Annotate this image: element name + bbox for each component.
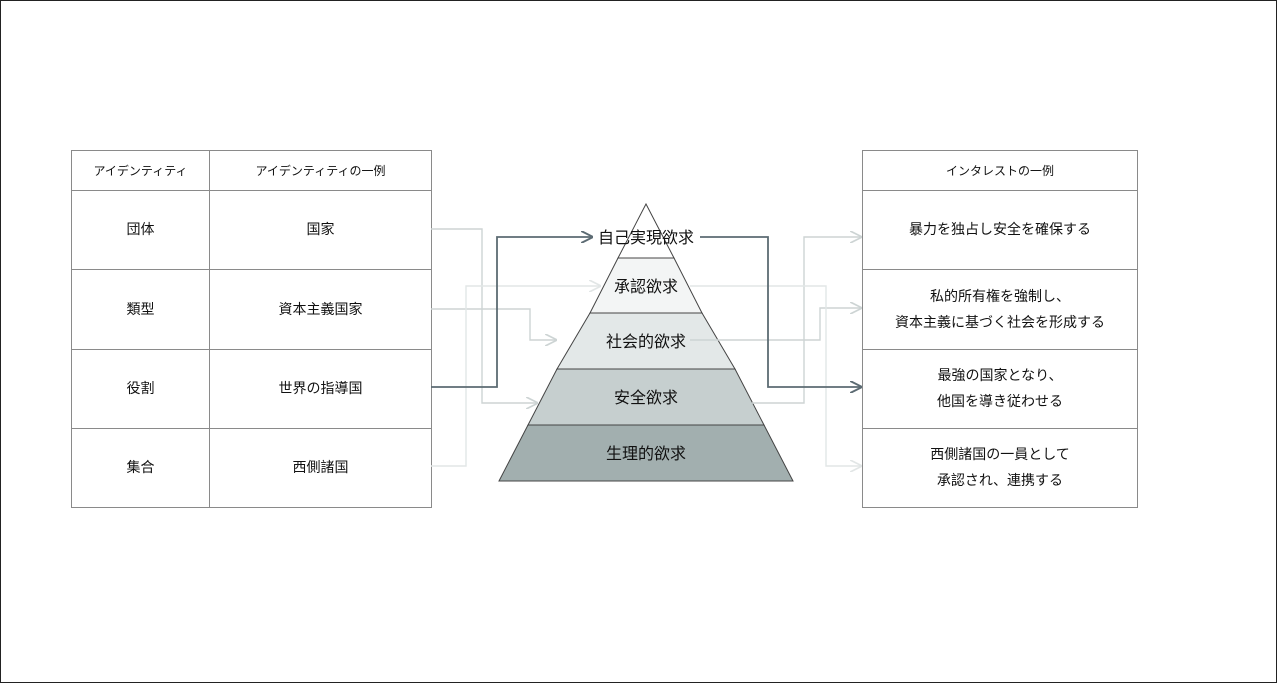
- interest-cell: 最強の国家となり、他国を導き従わせる: [862, 349, 1138, 429]
- identity-example-header: アイデンティティの一例: [209, 150, 432, 191]
- interest-table-header-row: インタレストの一例: [862, 150, 1138, 191]
- interest-cell: 暴力を独占し安全を確保する: [862, 190, 1138, 270]
- interest-line-1: 暴力を独占し安全を確保する: [909, 222, 1091, 238]
- table-row: 類型 資本主義国家: [71, 269, 432, 350]
- identity-example-cell: 西側諸国: [209, 428, 432, 508]
- table-row: 集合 西側諸国: [71, 428, 432, 508]
- identity-cell: 役割: [71, 349, 210, 429]
- table-row: 暴力を独占し安全を確保する: [862, 190, 1138, 270]
- identity-example-cell: 資本主義国家: [209, 269, 432, 350]
- identity-cell: 集合: [71, 428, 210, 508]
- interest-line-1: 西側諸国の一員として: [930, 447, 1070, 463]
- interest-header: インタレストの一例: [862, 150, 1138, 191]
- table-row: 私的所有権を強制し、資本主義に基づく社会を形成する: [862, 269, 1138, 350]
- interest-cell: 西側諸国の一員として承認され、連携する: [862, 428, 1138, 508]
- interest-line-2: 他国を導き従わせる: [937, 394, 1063, 410]
- table-row: 西側諸国の一員として承認され、連携する: [862, 428, 1138, 508]
- interest-cell: 私的所有権を強制し、資本主義に基づく社会を形成する: [862, 269, 1138, 350]
- interest-line-1: 私的所有権を強制し、: [930, 288, 1070, 305]
- identity-header: アイデンティティ: [71, 150, 210, 191]
- table-row: 役割 世界の指導国: [71, 349, 432, 429]
- identity-example-cell: 世界の指導国: [209, 349, 432, 429]
- interest-line-2: 資本主義に基づく社会を形成する: [895, 314, 1105, 331]
- identity-table: アイデンティティ アイデンティティの一例 団体 国家 類型 資本主義国家 役割 …: [71, 150, 432, 508]
- table-row: 団体 国家: [71, 190, 432, 270]
- identity-cell: 団体: [71, 190, 210, 270]
- identity-table-header-row: アイデンティティ アイデンティティの一例: [71, 150, 432, 191]
- table-row: 最強の国家となり、他国を導き従わせる: [862, 349, 1138, 429]
- interest-line-2: 承認され、連携する: [936, 473, 1064, 489]
- identity-cell: 類型: [71, 269, 210, 350]
- interest-line-1: 最強の国家となり、: [937, 368, 1063, 384]
- identity-example-cell: 国家: [209, 190, 432, 270]
- interest-table: インタレストの一例 暴力を独占し安全を確保する 私的所有権を強制し、資本主義に基…: [862, 150, 1138, 508]
